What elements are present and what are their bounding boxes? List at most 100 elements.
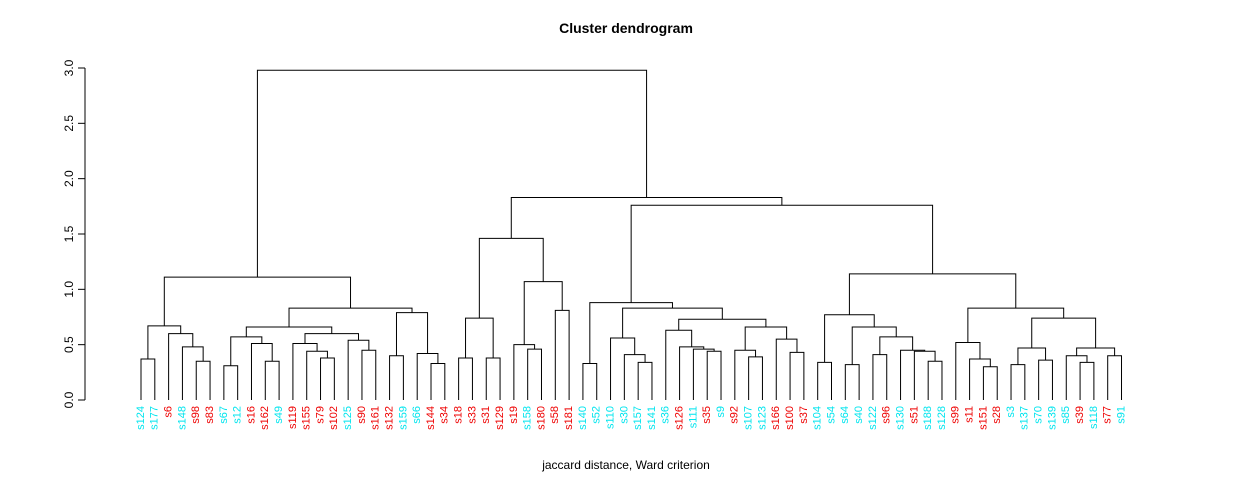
branch-B5 (320, 357, 335, 400)
branch-F3 (872, 354, 888, 400)
branch-A3 (181, 346, 204, 400)
branch-B3 (250, 343, 273, 400)
y-tick-label-2: 1.0 (62, 281, 76, 298)
branch-G3 (955, 341, 981, 400)
branch-G4 (1010, 364, 1026, 400)
leaf-label-s9: s9 (715, 406, 727, 418)
branch-D2 (485, 357, 501, 400)
branch-D6 (554, 309, 570, 400)
leaf-label-s118: s118 (1088, 406, 1100, 429)
branch-G10 (1076, 347, 1116, 356)
branch-A5 (147, 325, 182, 360)
branch-E10 (734, 349, 757, 400)
branch-E13 (744, 326, 788, 351)
leaf-label-s180: s180 (535, 406, 547, 430)
leaf-label-s52: s52 (591, 406, 603, 424)
branch-G6 (1017, 347, 1047, 365)
leaf-label-s35: s35 (701, 406, 713, 424)
branch-C2 (430, 362, 446, 400)
leaf-label-s39: s39 (1074, 406, 1086, 424)
branch-D7 (523, 281, 563, 345)
branch-A2 (195, 360, 211, 400)
leaf-label-s148: s148 (176, 406, 188, 430)
leaf-label-s132: s132 (383, 406, 395, 430)
leaf-label-s166: s166 (770, 406, 782, 430)
leaf-label-s3: s3 (1005, 406, 1017, 418)
branch-C3 (416, 353, 439, 400)
leaf-label-s151: s151 (977, 406, 989, 430)
leaf-label-s157: s157 (632, 406, 644, 430)
leaf-label-s19: s19 (508, 406, 520, 424)
leaf-label-s100: s100 (784, 406, 796, 430)
leaf-label-s58: s58 (549, 406, 561, 424)
branch-E3 (623, 354, 646, 400)
leaf-label-s181: s181 (563, 406, 575, 430)
x-axis-label: jaccard distance, Ward criterion (542, 458, 710, 472)
leaf-label-s54: s54 (825, 406, 837, 424)
branch-E14 (678, 318, 767, 331)
branch-E6 (692, 348, 715, 400)
branch-F5 (913, 350, 936, 400)
branch-A4 (168, 333, 194, 400)
leaf-label-s31: s31 (480, 406, 492, 424)
leaf-label-s30: s30 (618, 406, 630, 424)
branch-F9 (824, 314, 875, 363)
leaf-label-s102: s102 (328, 406, 340, 430)
leaf-label-s51: s51 (908, 406, 920, 424)
y-tick-label-4: 2.0 (62, 170, 76, 187)
leaf-label-s49: s49 (273, 406, 285, 424)
leaf-label-s159: s159 (397, 406, 409, 430)
leaf-label-s85: s85 (1060, 406, 1072, 424)
leaf-label-s144: s144 (425, 406, 437, 430)
branch-E7 (679, 346, 705, 400)
branch-B6 (306, 350, 328, 400)
leaf-label-s12: s12 (232, 406, 244, 424)
branch-B8 (361, 349, 377, 400)
leaf-label-s155: s155 (301, 406, 313, 430)
branch-F8 (851, 326, 897, 365)
branch-B10 (304, 333, 360, 344)
branch-G1 (982, 366, 998, 400)
branch-G12 (967, 307, 1065, 343)
branch-G2 (969, 358, 991, 400)
branch-F2 (844, 364, 860, 400)
leaf-label-s111: s111 (687, 406, 699, 428)
leaf-label-s126: s126 (673, 406, 685, 430)
leaf-label-s67: s67 (218, 406, 230, 424)
leaf-label-s66: s66 (411, 406, 423, 424)
leaf-label-s37: s37 (798, 406, 810, 424)
leaf-label-s124: s124 (135, 406, 147, 430)
branch-E9 (748, 356, 763, 400)
y-axis: 0.00.51.01.52.02.53.0 (62, 59, 86, 408)
branch-C1 (389, 355, 404, 400)
branch-E8 (665, 329, 693, 400)
y-tick-label-6: 3.0 (62, 59, 76, 76)
leaf-label-s99: s99 (950, 406, 962, 424)
branch-D8 (478, 237, 544, 319)
leaf-label-s128: s128 (936, 406, 948, 430)
branch-F6 (900, 349, 926, 400)
leaf-label-s77: s77 (1102, 406, 1114, 424)
branch-E5 (706, 350, 722, 400)
leaf-label-s16: s16 (245, 406, 257, 424)
leaf-label-s162: s162 (259, 406, 271, 430)
y-tick-label-3: 1.5 (62, 225, 76, 242)
leaf-label-s18: s18 (453, 406, 465, 424)
branch-B4 (230, 336, 263, 366)
leaf-label-s129: s129 (494, 406, 506, 430)
branch-E12 (775, 338, 798, 400)
leaf-label-s123: s123 (756, 406, 768, 430)
branch-B1 (223, 365, 239, 400)
leaf-label-s91: s91 (1115, 406, 1127, 424)
branch-G9 (1107, 355, 1123, 400)
branch-E1 (582, 362, 598, 400)
leaf-label-s177: s177 (149, 406, 161, 430)
branch-E15 (622, 307, 723, 339)
leaf-label-s92: s92 (729, 406, 741, 424)
y-tick-label-1: 0.5 (62, 336, 76, 353)
branch-E4 (610, 337, 636, 400)
leaf-label-s107: s107 (743, 406, 755, 430)
branch-C5 (288, 307, 413, 327)
